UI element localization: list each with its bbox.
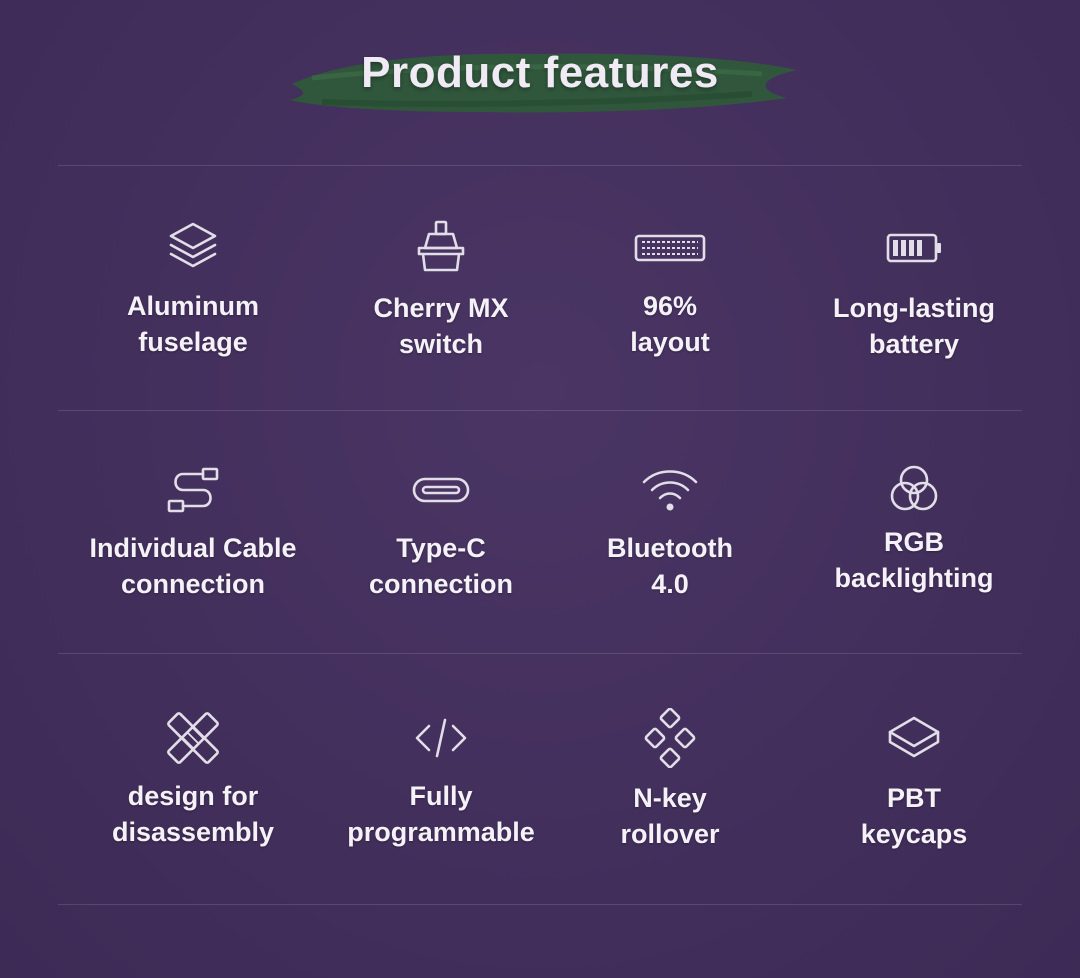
code-icon bbox=[415, 718, 467, 758]
feature-label-line1: Type-C bbox=[396, 533, 486, 563]
feature-n-key-rollover: N-key rollover bbox=[545, 708, 795, 852]
feature-label-line1: Individual Cable bbox=[89, 533, 297, 563]
feature-label-line2: layout bbox=[630, 327, 710, 357]
feature-label-line2: keycaps bbox=[860, 819, 968, 849]
feature-label-line1: RGB bbox=[884, 527, 944, 557]
feature-long-lasting-battery: Long-lasting battery bbox=[789, 218, 1039, 362]
feature-96-layout: 96% layout bbox=[545, 218, 795, 360]
feature-label-line1: Cherry MX bbox=[373, 293, 509, 323]
feature-label-line2: battery bbox=[868, 329, 960, 359]
feature-label-line1: Bluetooth bbox=[607, 533, 733, 563]
feature-label-line2: fuselage bbox=[138, 327, 248, 357]
feature-label-line2: disassembly bbox=[111, 817, 275, 847]
brush-stroke-decoration bbox=[290, 53, 797, 113]
feature-rgb-backlighting: RGB backlighting bbox=[789, 460, 1039, 596]
feature-label-line2: connection bbox=[120, 569, 265, 599]
feature-label-line2: 4.0 bbox=[651, 569, 689, 599]
feature-label-line1: Fully bbox=[409, 781, 473, 811]
header: Product features bbox=[0, 28, 1080, 128]
page-title: Product features bbox=[361, 48, 719, 97]
feature-type-c: Type-C connection bbox=[316, 460, 566, 602]
battery-icon bbox=[886, 233, 941, 263]
divider bbox=[58, 165, 1022, 166]
feature-pbt-keycaps: PBT keycaps bbox=[789, 708, 1039, 852]
rgb-circles-icon bbox=[890, 465, 938, 511]
keycap-icon bbox=[888, 716, 940, 758]
feature-label-line1: 96% bbox=[642, 291, 698, 321]
layers-icon bbox=[169, 222, 217, 268]
feature-label-line1: Long-lasting bbox=[833, 293, 995, 323]
feature-fully-programmable: Fully programmable bbox=[316, 708, 566, 850]
feature-cherry-mx-switch: Cherry MX switch bbox=[316, 218, 566, 362]
feature-individual-cable: Individual Cable connection bbox=[68, 460, 318, 602]
feature-label-line1: PBT bbox=[887, 783, 941, 813]
feature-label-line1: design for bbox=[127, 781, 259, 811]
type-c-port-icon bbox=[412, 477, 470, 503]
feature-label-line2: programmable bbox=[347, 817, 535, 847]
feature-bluetooth: Bluetooth 4.0 bbox=[545, 460, 795, 602]
divider bbox=[58, 653, 1022, 654]
keys-diamond-icon bbox=[644, 708, 696, 768]
feature-label-line2: connection bbox=[368, 569, 513, 599]
wifi-icon bbox=[642, 470, 698, 511]
divider bbox=[58, 904, 1022, 905]
divider bbox=[58, 410, 1022, 411]
switch-icon bbox=[417, 220, 465, 272]
feature-label-line2: switch bbox=[398, 329, 484, 359]
feature-label-line1: Aluminum bbox=[127, 291, 259, 321]
feature-label-line2: backlighting bbox=[834, 563, 994, 593]
keyboard-icon bbox=[634, 234, 706, 262]
feature-label-line2: rollover bbox=[620, 819, 720, 849]
feature-label-line1: N-key bbox=[633, 783, 707, 813]
feature-design-for-disassembly: design for disassembly bbox=[68, 708, 318, 850]
usb-cable-icon bbox=[167, 467, 219, 513]
feature-aluminum-fuselage: Aluminum fuselage bbox=[68, 218, 318, 360]
tools-icon bbox=[167, 712, 219, 764]
